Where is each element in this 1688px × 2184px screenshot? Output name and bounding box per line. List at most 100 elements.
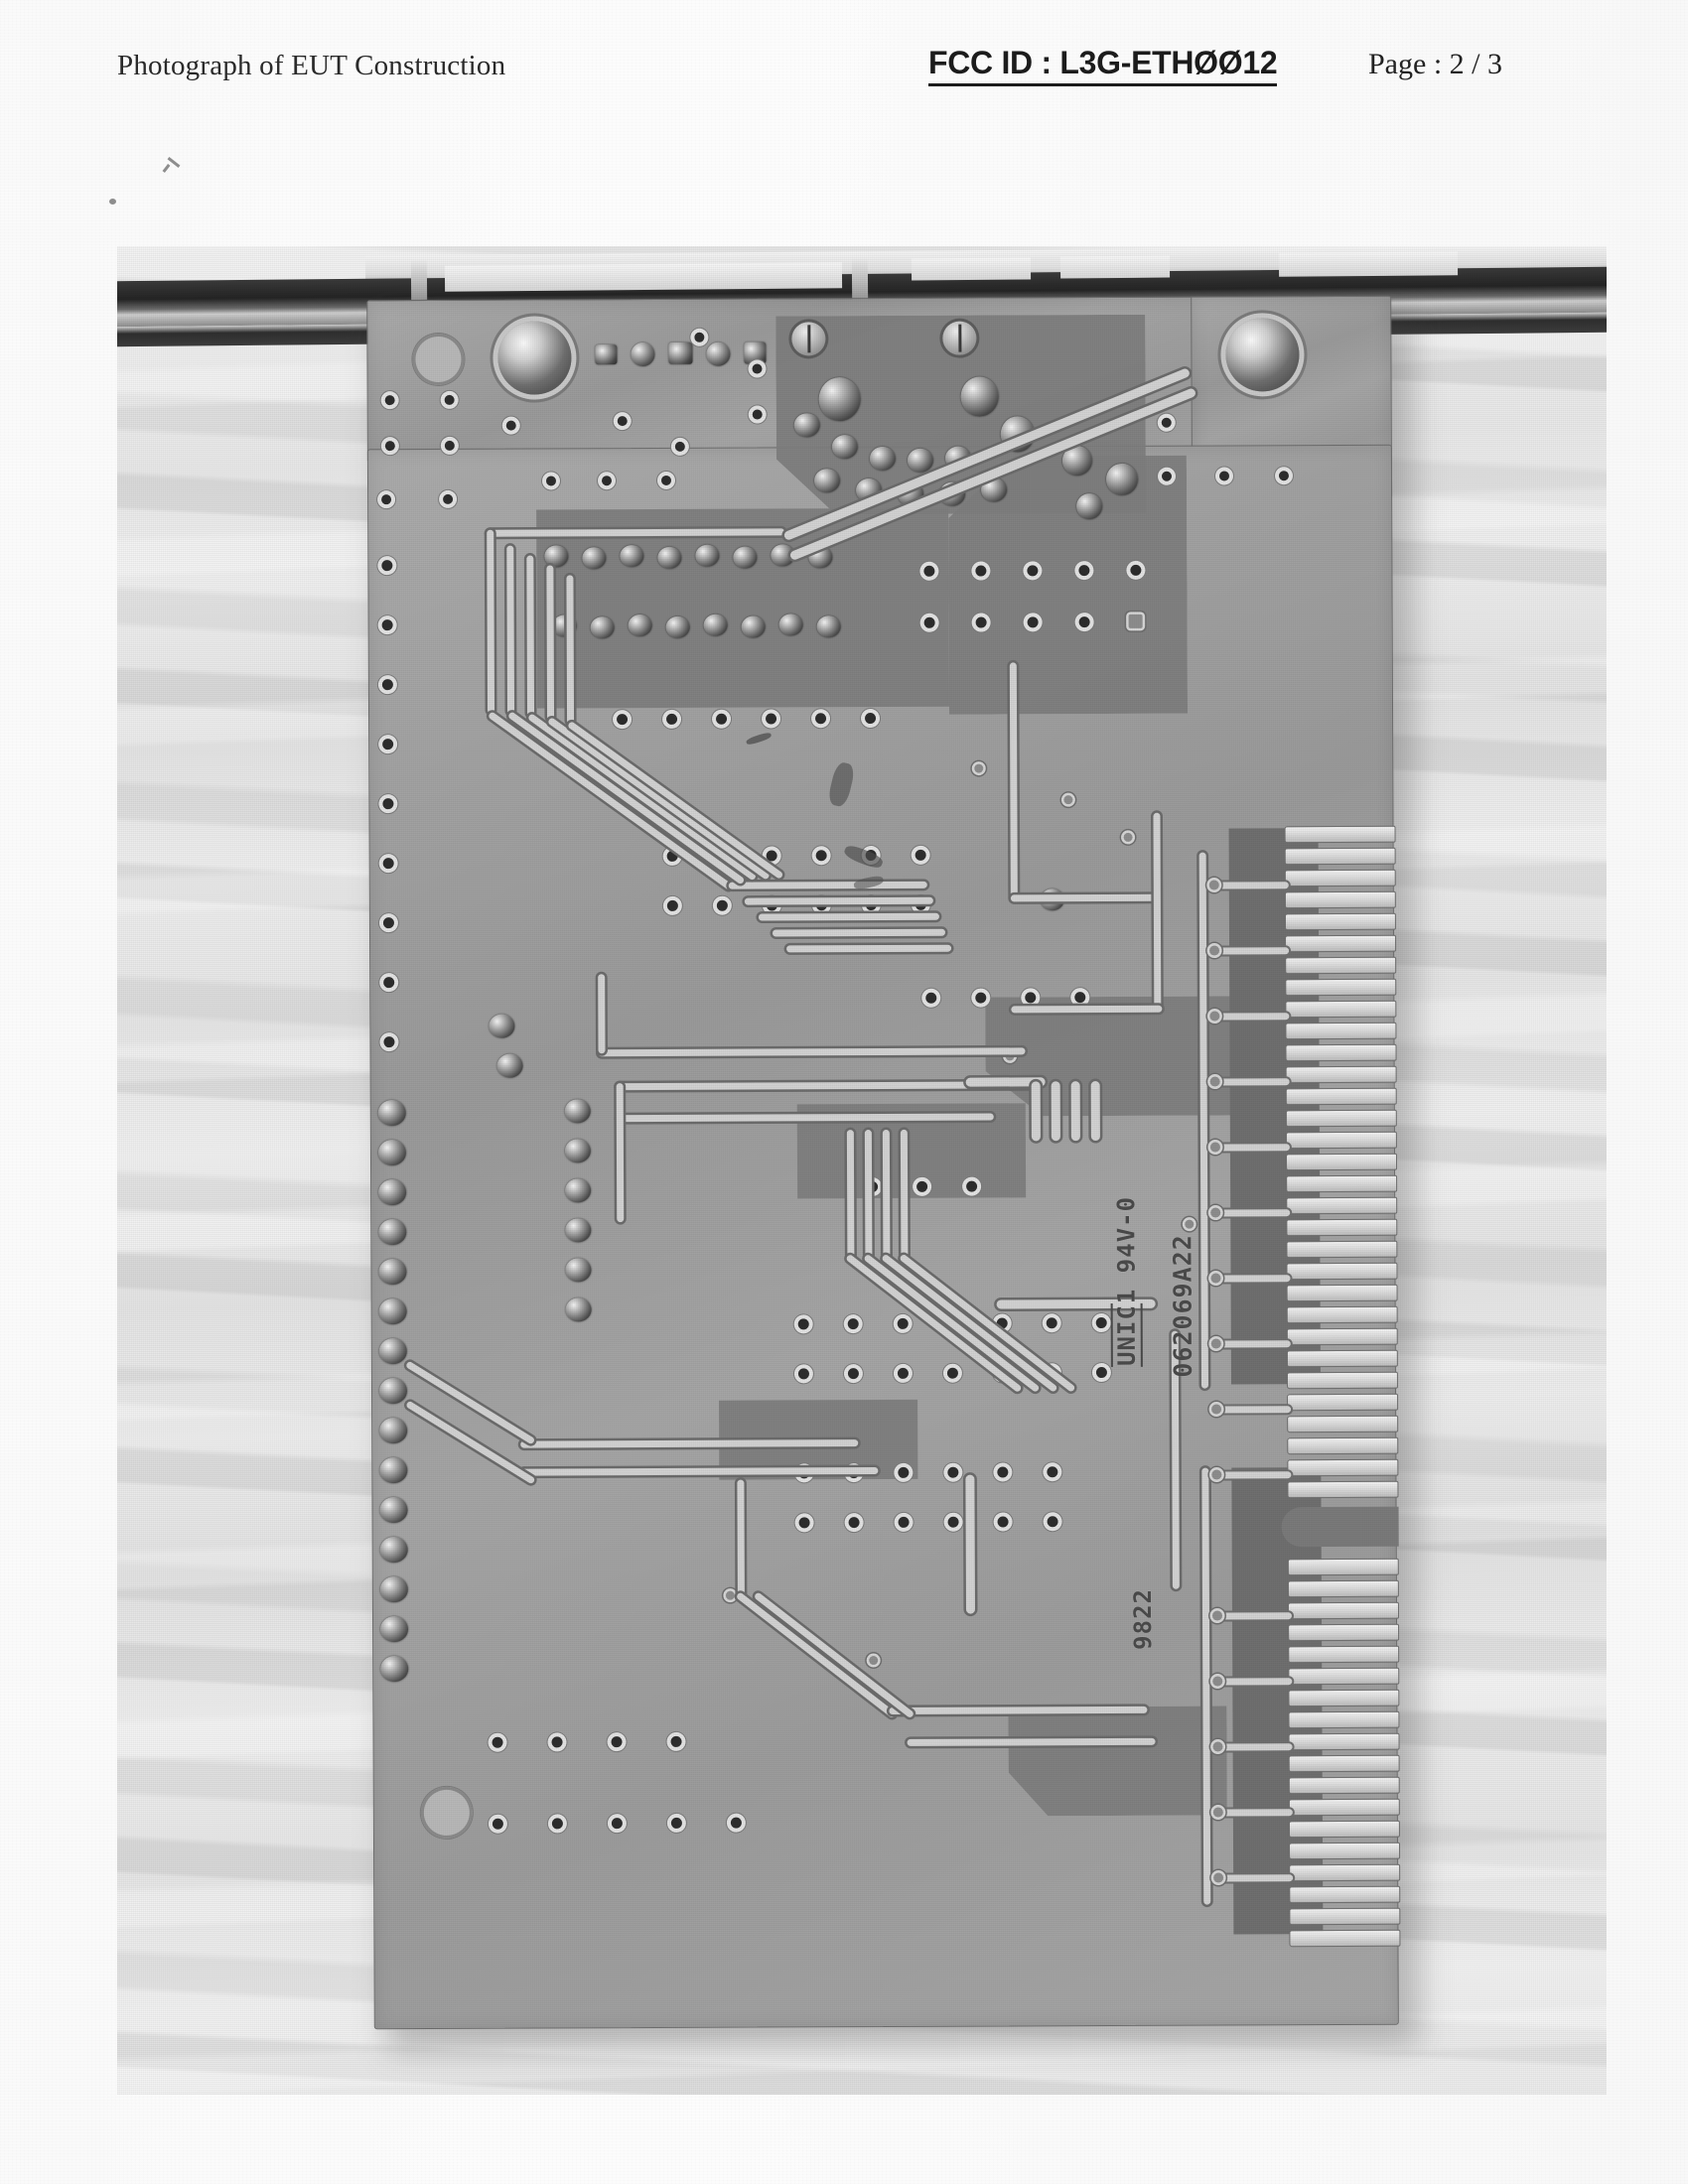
edge-finger [1285, 1022, 1397, 1040]
solder-joint-cluster-2 [831, 435, 858, 460]
dip-pad [947, 1466, 959, 1478]
signal-trace [786, 944, 952, 953]
bus-trace [598, 974, 606, 1054]
edge-finger [1285, 1153, 1398, 1171]
dip-pad [666, 899, 678, 911]
edge-finger-lead [1215, 1078, 1290, 1086]
sip-solder-joint [620, 545, 644, 568]
edge-pad [383, 1036, 395, 1048]
edge-finger [1287, 1393, 1399, 1412]
through-hole [505, 420, 516, 431]
through-hole [545, 476, 557, 486]
signal-trace [520, 1439, 859, 1448]
left-edge-solder-joint [378, 1179, 407, 1206]
silkscreen-ul-mark: UNIC1 94V-0 [1110, 1195, 1143, 1367]
edge-finger [1288, 1798, 1400, 1817]
through-hole [923, 616, 935, 628]
stray-dot-mark [109, 199, 116, 205]
edge-finger [1286, 1218, 1398, 1237]
left-edge-solder-joint [379, 1497, 408, 1524]
dip-pad [797, 1318, 809, 1330]
through-hole [752, 409, 763, 420]
through-hole [752, 363, 763, 374]
via [1212, 1741, 1223, 1752]
dip-pad [716, 713, 728, 725]
smd-pad-1 [595, 344, 618, 365]
left-edge-solder-joint [380, 1656, 409, 1683]
left-edge-solder-joint [379, 1537, 408, 1564]
signal-trace [526, 555, 535, 717]
sip-solder-joint [657, 546, 682, 569]
dip-pad [966, 1180, 978, 1192]
edge-finger [1285, 934, 1397, 953]
smd-pad-5 [744, 341, 767, 364]
via [1209, 1011, 1220, 1022]
edge-finger [1288, 1710, 1400, 1729]
dip-pad [815, 713, 827, 725]
edge-finger [1286, 1284, 1398, 1302]
via [1210, 1207, 1221, 1218]
bus-trace [846, 1130, 855, 1260]
dip-pad [551, 1736, 563, 1748]
via [1209, 1142, 1220, 1153]
dip-pad [798, 1517, 810, 1529]
eut-construction-photograph: UNIC1 94V-0 062069A22 9822 [117, 246, 1607, 2095]
via [1211, 1404, 1222, 1415]
edge-finger [1287, 1480, 1399, 1499]
edge-finger [1285, 1087, 1397, 1106]
bus-trace [616, 1083, 625, 1223]
dip-pad [1046, 1317, 1057, 1329]
edge-finger [1286, 1240, 1398, 1259]
fcc-id-label: FCC ID : L3G-ETHØØ12 [928, 45, 1278, 86]
silkscreen-ul-rating: 1 94V-0 [1112, 1195, 1141, 1304]
inner-solder-joint [565, 1178, 592, 1203]
edge-finger-lead [1215, 1013, 1290, 1021]
bus-trace [882, 1129, 891, 1259]
dip-pad [847, 1368, 859, 1380]
copper-pour-bottom-right [1008, 1706, 1226, 1816]
edge-finger [1288, 1754, 1400, 1773]
edge-finger [1288, 1645, 1400, 1664]
smd-pad-4 [706, 341, 731, 366]
edge-finger [1285, 978, 1397, 997]
capacitor-solder-joint-a [489, 1014, 515, 1038]
dip-pad [897, 1317, 909, 1329]
bnc-connector-screw [497, 321, 572, 395]
through-hole [1078, 616, 1090, 628]
dip-pad [975, 992, 987, 1004]
signal-trace [1153, 812, 1162, 1012]
via [1211, 1469, 1222, 1480]
sip-solder-joint [703, 614, 728, 636]
copper-pour-upper-left [536, 507, 950, 709]
through-hole [384, 395, 395, 406]
edge-finger-lead [1215, 947, 1290, 955]
edge-finger-lead [1219, 1874, 1294, 1882]
edge-pad [381, 619, 393, 631]
dip-pad [611, 1736, 623, 1748]
edge-finger-lead [1217, 1406, 1292, 1414]
silkscreen-ul-logo: UNIC [1110, 1303, 1143, 1367]
edge-pad [381, 560, 393, 572]
edge-finger-lead [1216, 1340, 1291, 1348]
signal-trace [1010, 893, 1160, 902]
signal-trace [566, 575, 575, 725]
through-hole [617, 416, 628, 427]
sip-solder-joint [741, 615, 766, 638]
sip-solder-joint [665, 615, 690, 638]
edge-finger [1285, 956, 1397, 975]
signal-trace [737, 1479, 745, 1599]
edge-finger [1288, 1623, 1400, 1642]
dip-pad [1025, 992, 1037, 1004]
edge-finger [1287, 1579, 1399, 1598]
inner-solder-joint [564, 1139, 592, 1163]
mounting-hole-top-left [412, 333, 465, 386]
edge-finger [1284, 869, 1396, 887]
edge-finger [1285, 1131, 1397, 1150]
silkscreen-part-number: 062069A22 [1168, 1234, 1197, 1378]
component-pad-track [1051, 1081, 1060, 1142]
signal-trace [907, 1737, 1156, 1746]
edge-finger [1284, 825, 1396, 844]
solder-joint-cluster-4 [907, 448, 933, 473]
jack-pin-large-left [818, 377, 861, 422]
edge-finger [1286, 1327, 1398, 1346]
